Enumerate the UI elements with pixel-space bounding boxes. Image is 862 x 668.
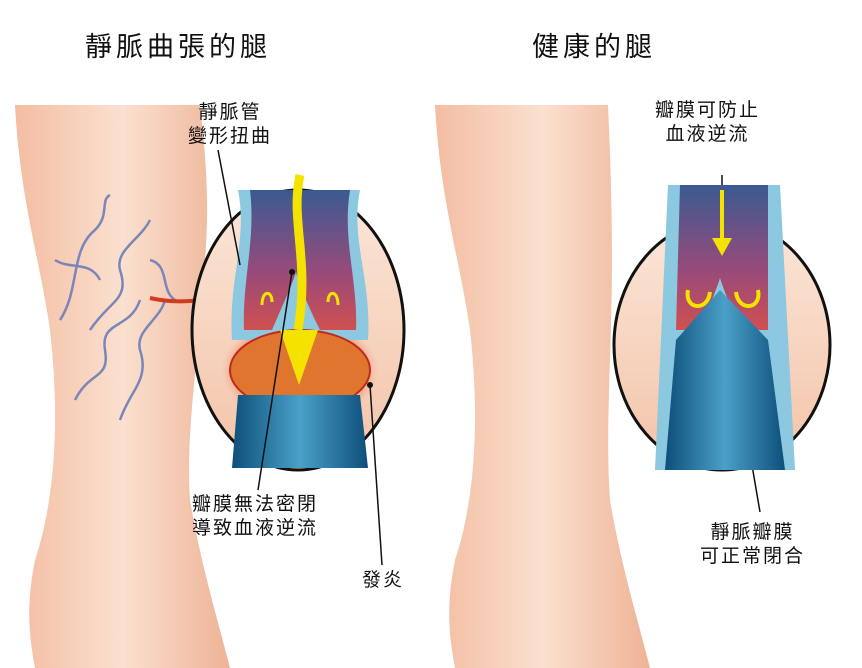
label-line: 瓣膜無法密閉	[192, 493, 319, 515]
label-line: 瓣膜可防止	[655, 99, 761, 121]
label-line: 靜脈瓣膜	[710, 521, 795, 543]
varicose-valve-inset	[190, 174, 406, 472]
healthy-leg	[435, 105, 650, 668]
label-vein-deformed: 靜脈管 變形扭曲	[188, 100, 272, 148]
label-line: 導致血液逆流	[192, 517, 319, 539]
title-varicose-leg: 靜脈曲張的腿	[85, 32, 271, 63]
label-valve-prevent: 瓣膜可防止 血液逆流	[655, 98, 760, 146]
label-valve-close: 靜脈瓣膜 可正常閉合	[700, 520, 805, 568]
label-line: 靜脈管	[198, 101, 262, 123]
label-line: 變形扭曲	[188, 125, 273, 147]
label-line: 血液逆流	[665, 123, 750, 145]
varicose-veins	[54, 193, 176, 421]
label-line: 可正常閉合	[700, 545, 806, 567]
varicose-leg	[15, 105, 230, 668]
label-inflammation: 發炎	[362, 569, 405, 591]
healthy-valve-inset	[612, 185, 832, 472]
title-healthy-leg: 健康的腿	[532, 32, 656, 63]
label-valve-fail: 瓣膜無法密閉 導致血液逆流	[192, 492, 318, 540]
